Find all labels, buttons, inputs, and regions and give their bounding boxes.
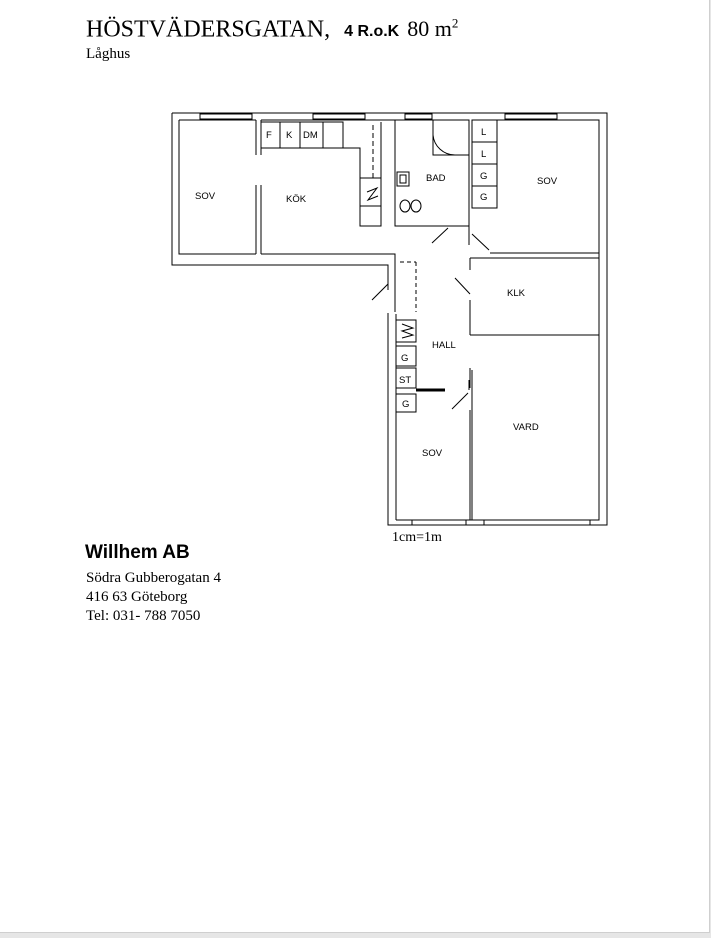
page-title: HÖSTVÄDERSGATAN, 4 R.o.K 80 m2	[86, 16, 458, 43]
address-street: Södra Gubberogatan 4	[86, 570, 221, 586]
outer-wall	[171, 113, 389, 290]
fixture-label: F	[266, 130, 272, 141]
room-label-sov-bottom: SOV	[422, 448, 443, 459]
room-label-sov-right: SOV	[537, 176, 558, 187]
fixture-label: L	[481, 149, 486, 160]
room-count: 4 R.o.K	[344, 23, 400, 41]
address-city: 416 63 Göteborg	[86, 589, 188, 605]
fixture-label: ST	[399, 375, 411, 386]
room-label-vard: VARD	[513, 422, 539, 433]
room-label-sov-left: SOV	[195, 191, 216, 202]
room-label-kok: KÖK	[286, 194, 307, 205]
floor-area: 80 m2	[407, 16, 459, 42]
scale-label: 1cm=1m	[392, 530, 442, 545]
company-name: Willhem AB	[85, 542, 190, 563]
fixture-label: L	[481, 127, 486, 138]
company-address: Södra Gubberogatan 4 416 63 Göteborg Tel…	[86, 569, 221, 626]
fixture-label: DM	[303, 130, 318, 141]
address-phone: Tel: 031- 788 7050	[86, 608, 201, 624]
fixture-label: G	[480, 192, 487, 203]
fixture-label: G	[480, 171, 487, 182]
fixture-label: K	[286, 130, 293, 141]
floor-plan: SOV KÖK BAD SOV KLK HALL VARD SOV F K DM…	[171, 112, 608, 526]
fixture-label: G	[401, 353, 408, 364]
street-name: HÖSTVÄDERSGATAN,	[86, 16, 331, 43]
room-label-klk: KLK	[507, 288, 526, 299]
room-label-bad: BAD	[426, 173, 446, 184]
house-type: Låghus	[86, 46, 131, 62]
room-label-hall: HALL	[432, 340, 456, 351]
outer-wall	[172, 112, 608, 526]
fixture-label: G	[402, 399, 409, 410]
